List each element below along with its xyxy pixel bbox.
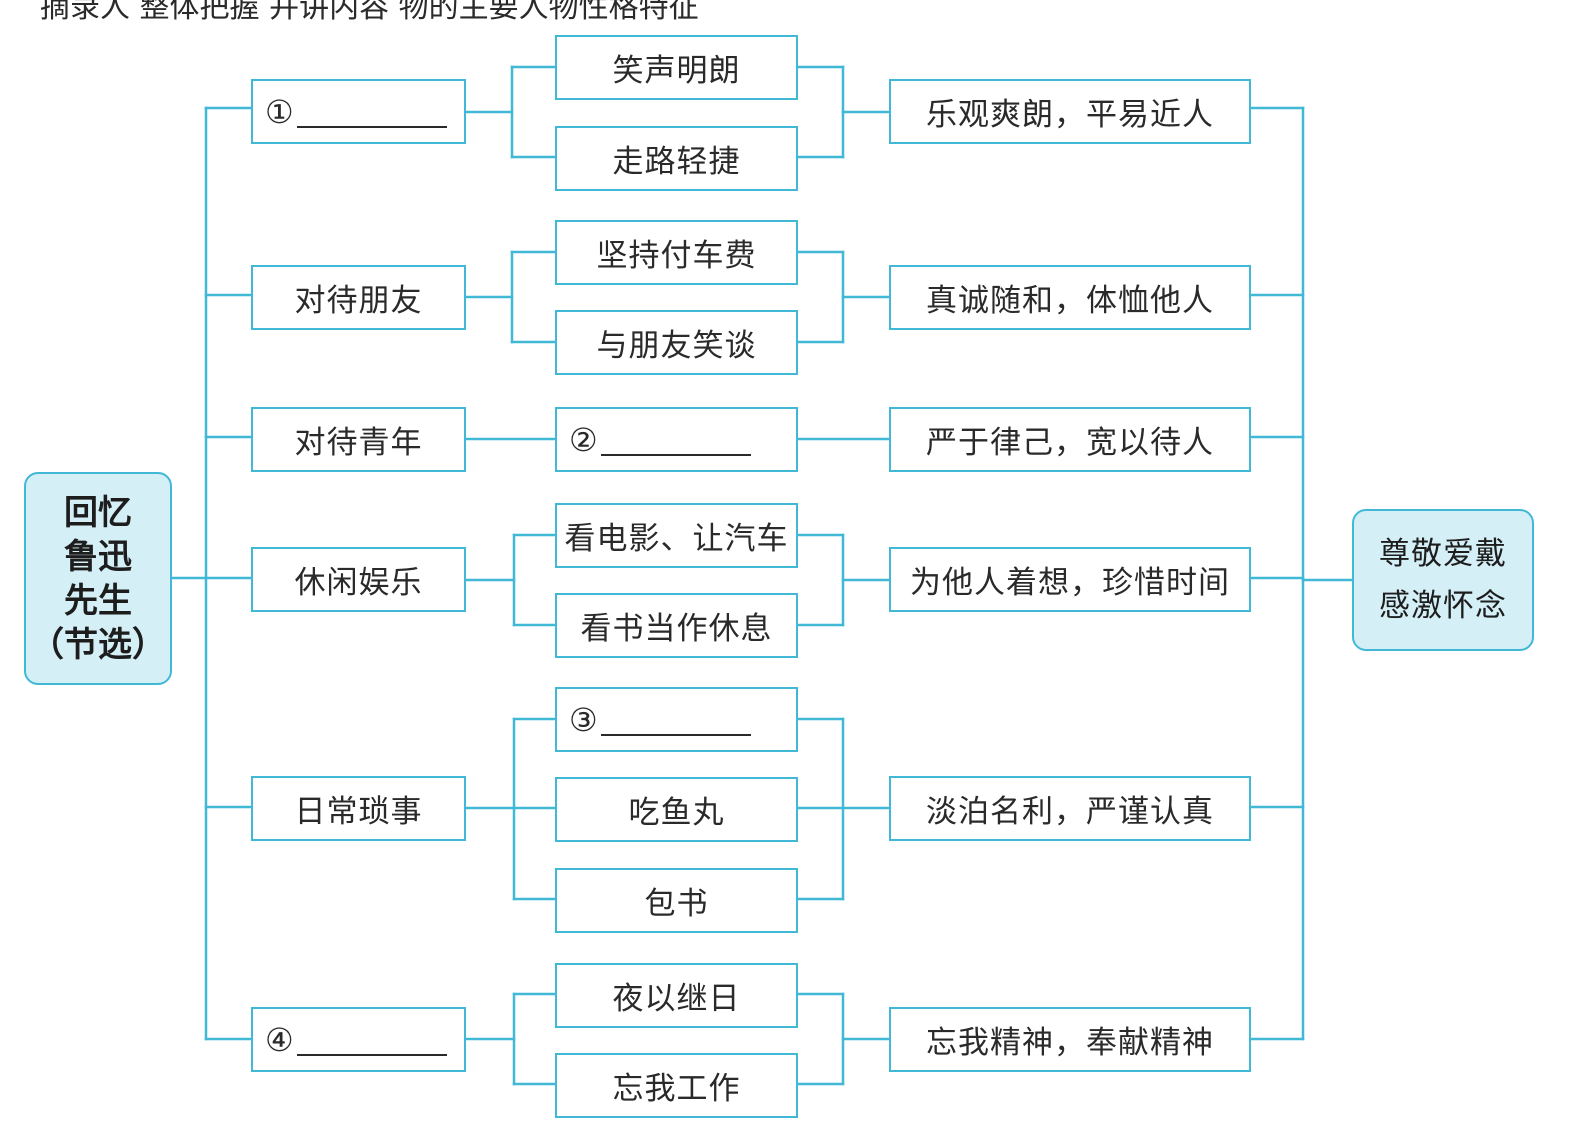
blank-number: ④ <box>265 1020 295 1059</box>
event-node: 忘我工作 <box>555 1053 798 1118</box>
event-node: 坚持付车费 <box>555 220 798 285</box>
emotion-line: 感激怀念 <box>1379 588 1507 624</box>
trait-node: 严于律己，宽以待人 <box>889 407 1251 472</box>
event-node: 包书 <box>555 868 798 933</box>
event-node-blank-2[interactable]: ② <box>555 407 798 472</box>
event-node: 与朋友笑谈 <box>555 310 798 375</box>
event-node: 笑声明朗 <box>555 35 798 100</box>
central-topic-line: 先生 <box>64 580 132 621</box>
event-node: 走路轻捷 <box>555 126 798 191</box>
central-topic-node: 回忆 鲁迅 先生 （节选） <box>24 472 172 685</box>
category-node-leisure: 休闲娱乐 <box>251 547 466 612</box>
central-topic-line: （节选） <box>30 624 166 665</box>
blank-number: ① <box>265 92 295 131</box>
trait-node: 乐观爽朗，平易近人 <box>889 79 1251 144</box>
event-node: 夜以继日 <box>555 963 798 1028</box>
event-node: 看电影、让汽车 <box>555 503 798 568</box>
event-node-blank-3[interactable]: ③ <box>555 687 798 752</box>
event-node: 吃鱼丸 <box>555 777 798 842</box>
blank-number: ② <box>569 420 599 459</box>
event-node: 看书当作休息 <box>555 593 798 658</box>
emotion-summary-node: 尊敬爱戴 感激怀念 <box>1352 509 1534 651</box>
category-node-daily: 日常琐事 <box>251 776 466 841</box>
category-node-youth: 对待青年 <box>251 407 466 472</box>
trait-node: 淡泊名利，严谨认真 <box>889 776 1251 841</box>
answer-blank[interactable] <box>600 704 751 736</box>
top-cut-text: 摘录人 整体把握 并讲内容 物的主要人物性格特征 <box>40 0 699 25</box>
blank-number: ③ <box>569 700 599 739</box>
answer-blank[interactable] <box>296 96 447 128</box>
category-node-friends: 对待朋友 <box>251 265 466 330</box>
category-node-blank-1[interactable]: ① <box>251 79 466 144</box>
trait-node: 为他人着想，珍惜时间 <box>889 547 1251 612</box>
central-topic-line: 回忆 <box>64 492 132 533</box>
trait-node: 忘我精神，奉献精神 <box>889 1007 1251 1072</box>
category-node-blank-4[interactable]: ④ <box>251 1007 466 1072</box>
trait-node: 真诚随和，体恤他人 <box>889 265 1251 330</box>
answer-blank[interactable] <box>296 1024 447 1056</box>
central-topic-line: 鲁迅 <box>64 536 132 577</box>
answer-blank[interactable] <box>600 424 751 456</box>
emotion-line: 尊敬爱戴 <box>1379 536 1507 572</box>
